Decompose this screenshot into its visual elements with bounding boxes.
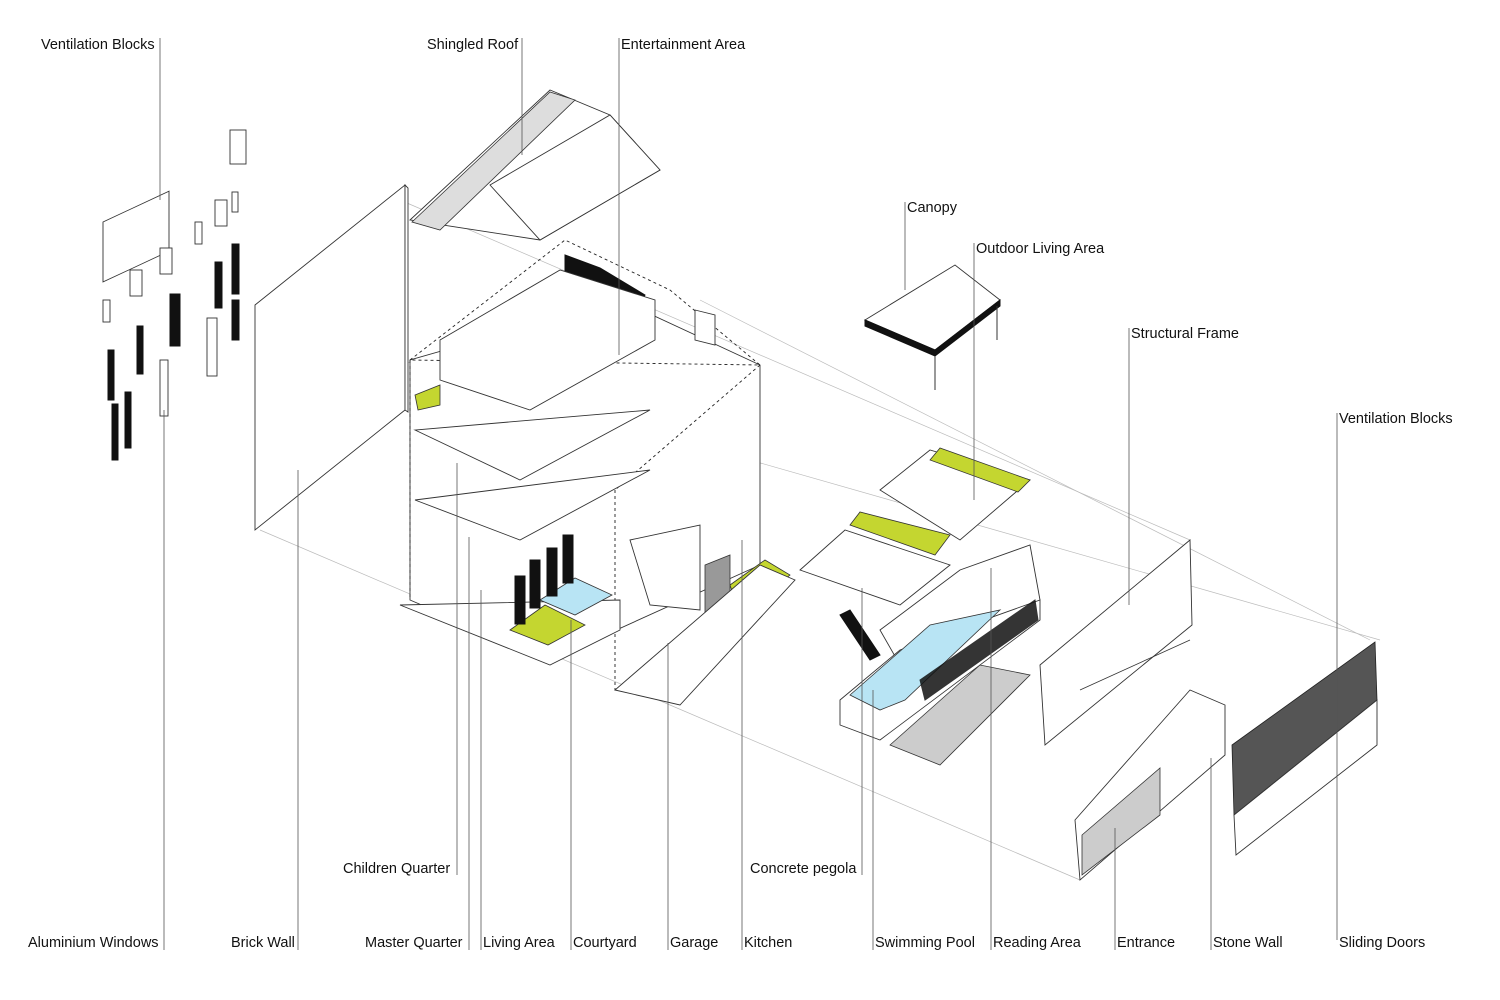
label-entrance: Entrance <box>1117 935 1176 951</box>
label-master-quarter: Master Quarter <box>365 935 463 951</box>
label-outdoor-living-area: Outdoor Living Area <box>976 241 1105 257</box>
label-stone-wall: Stone Wall <box>1213 935 1283 951</box>
leader-lines <box>159 38 1338 950</box>
label-shingled-roof: Shingled Roof <box>427 37 519 53</box>
label-kitchen: Kitchen <box>744 935 793 951</box>
sliding-doors-and-ventilation <box>1231 641 1378 856</box>
canopy <box>864 264 1001 390</box>
label-living-area: Living Area <box>483 935 555 951</box>
label-swimming-pool: Swimming Pool <box>875 935 975 951</box>
label-garage: Garage <box>670 935 719 951</box>
aluminium-windows-group <box>102 129 247 461</box>
label-ventilation-blocks-left: Ventilation Blocks <box>41 37 155 53</box>
label-aluminium-windows: Aluminium Windows <box>28 935 159 951</box>
shingled-roof <box>409 89 661 241</box>
label-sliding-doors: Sliding Doors <box>1339 935 1426 951</box>
label-structural-frame: Structural Frame <box>1131 326 1239 342</box>
pool-and-outdoor <box>799 447 1041 766</box>
label-courtyard: Courtyard <box>573 935 637 951</box>
brick-wall <box>254 183 409 531</box>
label-entertainment-area: Entertainment Area <box>621 37 746 53</box>
label-brick-wall: Brick Wall <box>231 935 295 951</box>
label-canopy: Canopy <box>907 200 957 216</box>
stone-wall <box>1074 689 1226 881</box>
label-reading-area: Reading Area <box>993 935 1081 951</box>
label-concrete-pegola: Concrete pegola <box>750 861 857 877</box>
main-house <box>399 239 796 706</box>
label-children-quarter: Children Quarter <box>343 861 451 877</box>
structural-frame <box>1039 539 1193 746</box>
label-ventilation-blocks-right: Ventilation Blocks <box>1339 411 1453 427</box>
